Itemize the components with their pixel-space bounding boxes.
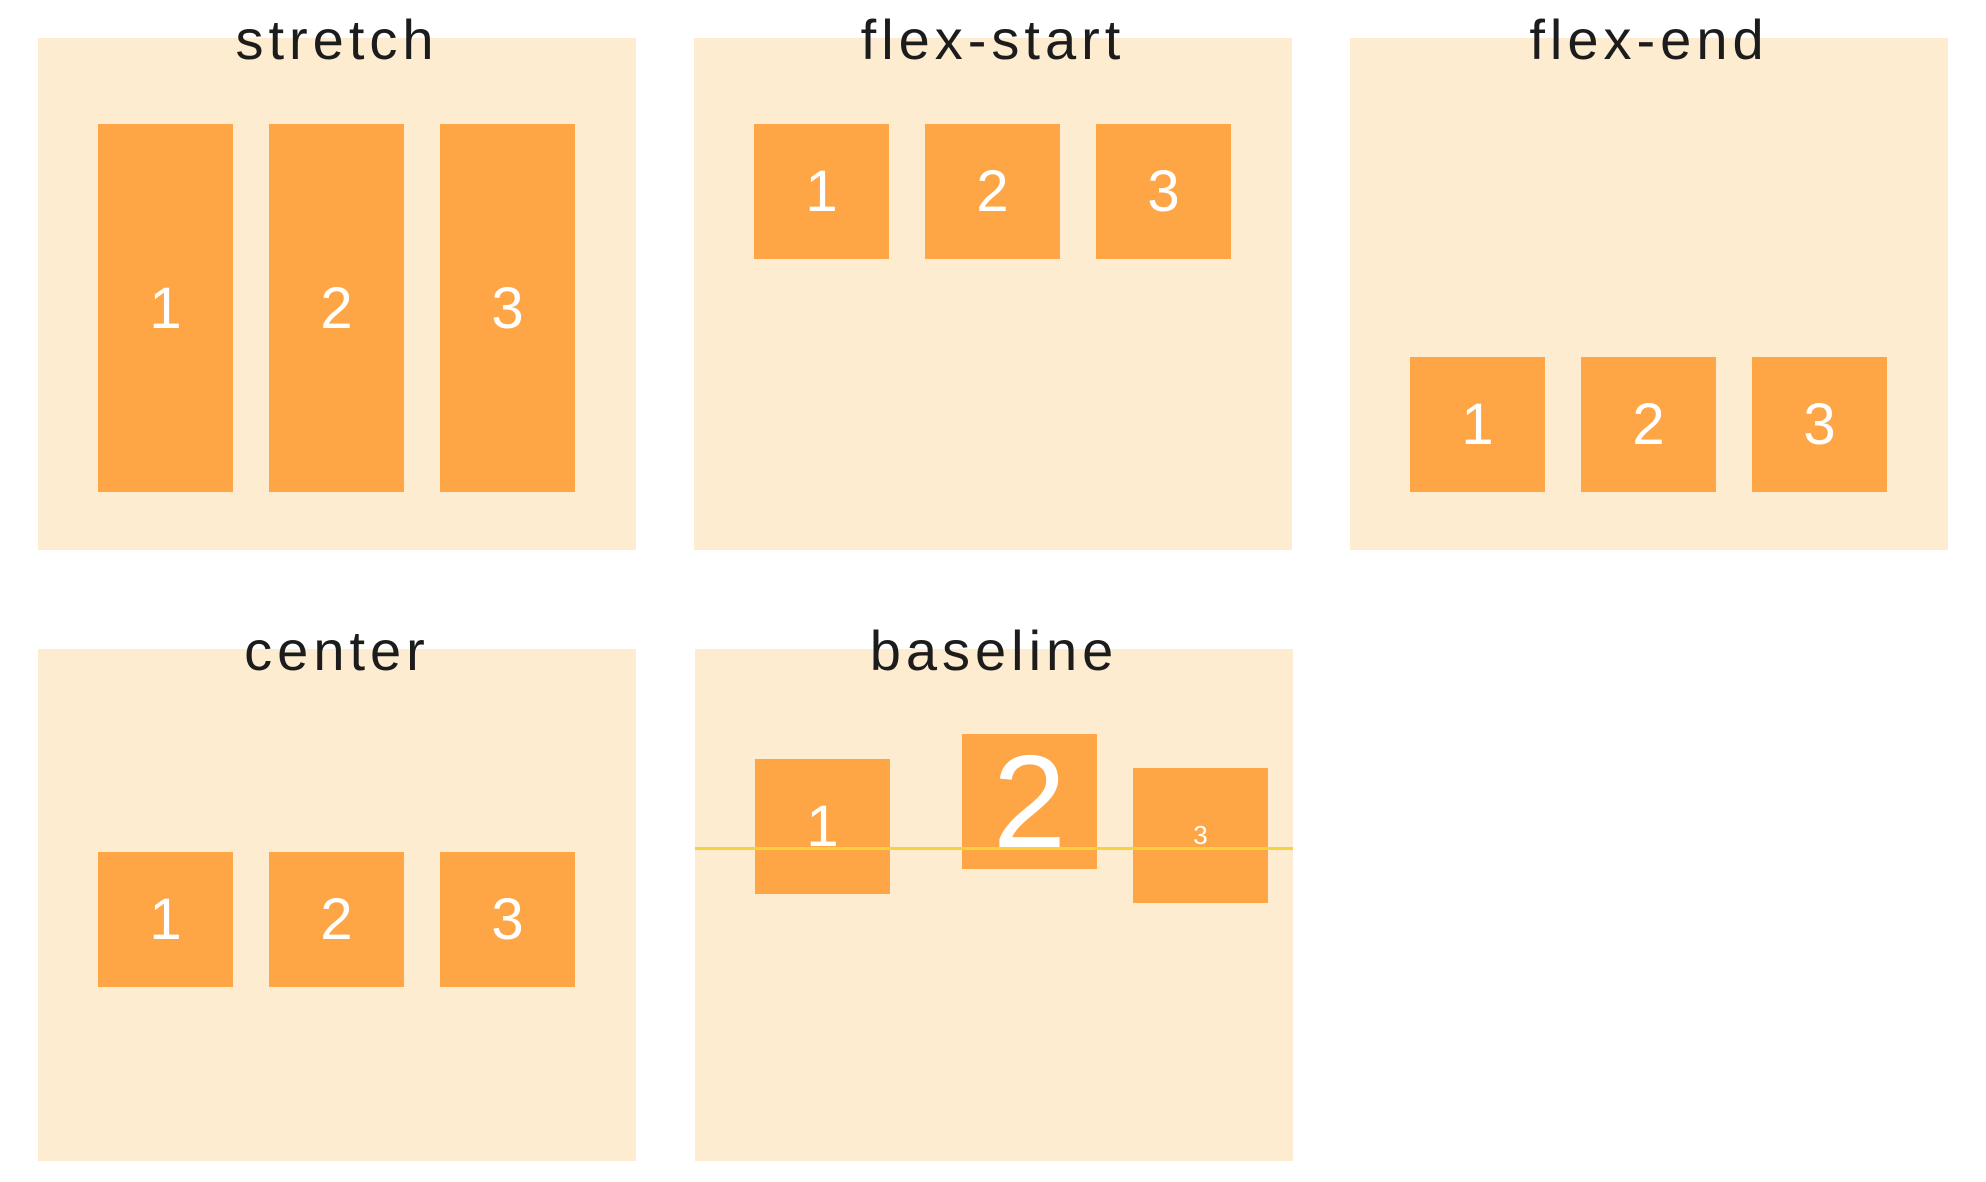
flex-container-center: 1 2 3: [98, 735, 576, 1103]
flex-item-3: 3: [1133, 768, 1268, 903]
flex-item-3: 3: [1752, 357, 1887, 492]
flex-container-flex-end: 1 2 3: [1410, 124, 1888, 492]
flex-item-3: 3: [440, 851, 575, 987]
flex-item-2: 2: [1581, 357, 1716, 492]
flex-item-3: 3: [1096, 124, 1231, 259]
flex-container-stretch: 1 2 3: [98, 124, 576, 492]
flex-item-2: 2: [269, 124, 404, 492]
flex-item-1: 1: [98, 124, 233, 492]
flex-item-1: 1: [1410, 357, 1545, 492]
flex-item-1: 1: [754, 124, 889, 259]
panel-title-flex-end: flex-end: [1529, 8, 1769, 71]
flex-item-1: 1: [98, 851, 233, 987]
panel-flex-end: flex-end 1 2 3: [1350, 8, 1948, 550]
flex-item-2: 2: [925, 124, 1060, 259]
panel-flex-start: flex-start 1 2 3: [694, 8, 1292, 550]
flex-item-3: 3: [440, 124, 575, 492]
flex-container-flex-start: 1 2 3: [754, 124, 1232, 492]
panel-title-stretch: stretch: [235, 8, 439, 71]
panel-title-flex-start: flex-start: [860, 8, 1126, 71]
panel-stretch: stretch 1 2 3: [38, 8, 636, 550]
panel-baseline: baseline 1 2 3: [695, 619, 1293, 1161]
panel-center: center 1 2 3: [38, 619, 636, 1161]
flex-item-2: 2: [962, 728, 1097, 875]
baseline-line: [695, 847, 1293, 850]
flex-item-1: 1: [755, 759, 890, 894]
panel-title-baseline: baseline: [869, 619, 1119, 682]
flex-item-2: 2: [269, 851, 404, 987]
panel-title-center: center: [244, 619, 430, 682]
